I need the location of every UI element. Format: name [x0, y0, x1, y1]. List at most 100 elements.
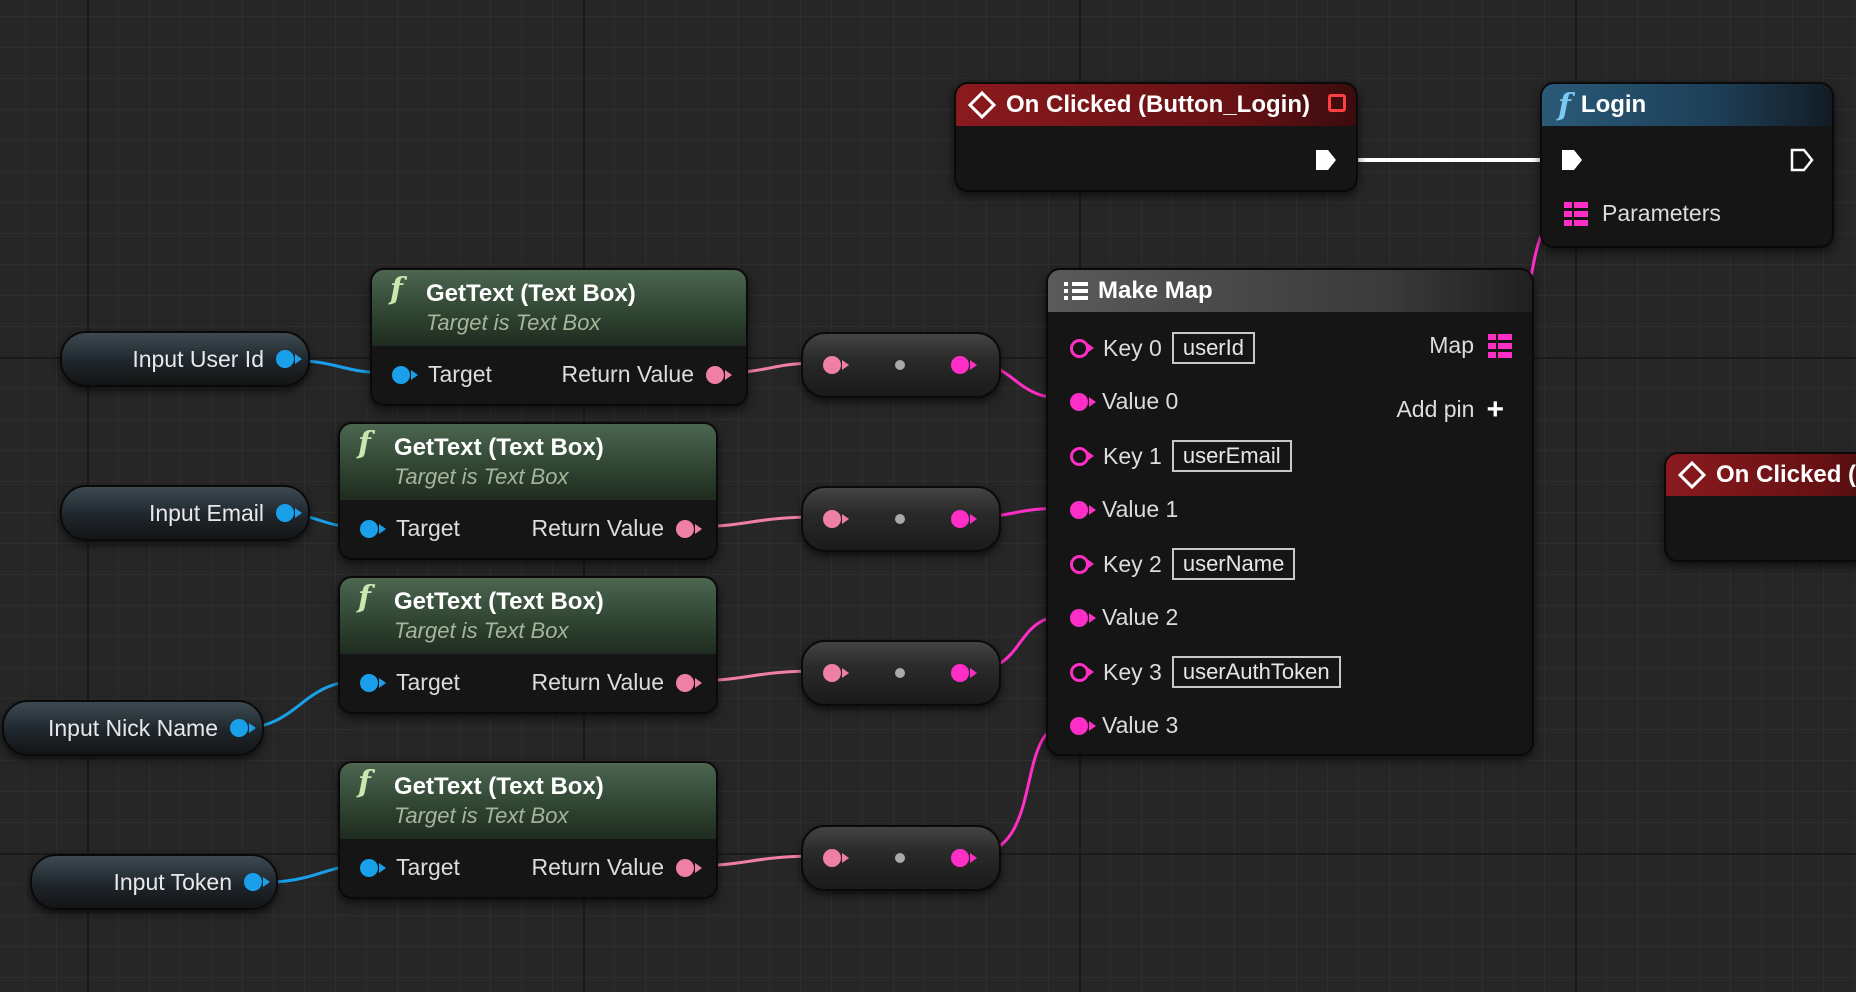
- return-value-pin-row[interactable]: Return Value: [531, 669, 694, 696]
- node-subtitle: Target is Text Box: [426, 310, 601, 335]
- value-pin-icon[interactable]: [1070, 608, 1088, 627]
- variable-node-input-nick-name[interactable]: Input Nick Name: [2, 700, 264, 756]
- gettext-node-email[interactable]: f GetText (Text Box) Target is Text Box …: [338, 422, 718, 560]
- target-pin-row[interactable]: Target: [360, 669, 460, 696]
- map-pin-icon[interactable]: [1488, 333, 1512, 358]
- key-3-row[interactable]: Key 3 userAuthToken: [1070, 656, 1341, 688]
- variable-node-input-email[interactable]: Input Email: [60, 485, 310, 541]
- return-value-label: Return Value: [531, 515, 664, 541]
- delegate-pin-icon[interactable]: [1328, 94, 1346, 112]
- object-reference-pin-icon[interactable]: [276, 504, 294, 522]
- key-label: Key 2: [1103, 550, 1162, 577]
- conversion-input-pin-icon[interactable]: [823, 849, 841, 867]
- node-subtitle: Target is Text Box: [394, 803, 569, 828]
- event-node-on-clicked-partial[interactable]: On Clicked (: [1664, 452, 1856, 562]
- node-header: On Clicked (Button_Login): [956, 84, 1356, 126]
- key-0-row[interactable]: Key 0 userId: [1070, 332, 1255, 364]
- conversion-output-pin-icon[interactable]: [951, 510, 969, 528]
- return-value-pin-icon[interactable]: [676, 519, 694, 538]
- value-1-row[interactable]: Value 1: [1070, 496, 1178, 523]
- key-2-row[interactable]: Key 2 userName: [1070, 548, 1296, 580]
- key-label: Key 1: [1103, 442, 1162, 469]
- exec-output-pin-icon[interactable]: [1790, 148, 1814, 172]
- map-output-row[interactable]: Map: [1429, 332, 1512, 359]
- parameters-pin-row[interactable]: Parameters: [1564, 200, 1721, 227]
- conversion-output-pin-icon[interactable]: [951, 664, 969, 682]
- target-label: Target: [396, 669, 460, 695]
- add-pin-label: Add pin: [1396, 396, 1475, 422]
- node-title: Login: [1580, 91, 1647, 118]
- function-node-login[interactable]: f Login Parameters: [1540, 82, 1834, 248]
- key-value-input[interactable]: userName: [1171, 548, 1296, 580]
- conversion-node[interactable]: [801, 486, 1001, 552]
- conversion-input-pin-icon[interactable]: [823, 356, 841, 374]
- return-value-pin-row[interactable]: Return Value: [531, 515, 694, 542]
- make-map-node[interactable]: Make Map Key 0 userId Value 0 Key 1 user…: [1046, 268, 1534, 756]
- value-pin-icon[interactable]: [1070, 392, 1088, 411]
- node-title: On Clicked (Button_Login): [1006, 91, 1310, 118]
- object-reference-pin-icon[interactable]: [276, 350, 294, 368]
- target-pin-icon[interactable]: [360, 858, 378, 877]
- key-value-input[interactable]: userEmail: [1171, 440, 1292, 472]
- object-reference-pin-icon[interactable]: [244, 873, 262, 891]
- return-value-pin-row[interactable]: Return Value: [561, 361, 724, 388]
- target-pin-icon[interactable]: [392, 365, 410, 384]
- variable-label: Input Email: [148, 499, 264, 526]
- variable-label: Input Token: [113, 868, 232, 895]
- value-2-row[interactable]: Value 2: [1070, 604, 1178, 631]
- value-label: Value 2: [1102, 604, 1179, 630]
- exec-input-pin-icon[interactable]: [1560, 148, 1584, 172]
- object-reference-pin-icon[interactable]: [230, 719, 248, 737]
- conversion-output-pin-icon[interactable]: [951, 356, 969, 374]
- target-label: Target: [396, 515, 460, 541]
- value-label: Value 3: [1102, 712, 1179, 738]
- event-node-on-clicked-button-login[interactable]: On Clicked (Button_Login): [954, 82, 1358, 192]
- key-1-row[interactable]: Key 1 userEmail: [1070, 440, 1292, 472]
- gettext-node-nick-name[interactable]: f GetText (Text Box) Target is Text Box …: [338, 576, 718, 714]
- target-pin-icon[interactable]: [360, 673, 378, 692]
- target-pin-row[interactable]: Target: [360, 854, 460, 881]
- conversion-output-pin-icon[interactable]: [951, 849, 969, 867]
- node-header: On Clicked (: [1666, 454, 1856, 496]
- target-pin-icon[interactable]: [360, 519, 378, 538]
- map-pin-icon[interactable]: [1564, 201, 1588, 226]
- key-pin-icon[interactable]: [1070, 338, 1089, 358]
- value-0-row[interactable]: Value 0: [1070, 388, 1178, 415]
- add-pin-button[interactable]: Add pin +: [1396, 394, 1504, 424]
- conversion-dot-icon: [895, 853, 905, 863]
- event-diamond-icon: [967, 90, 997, 120]
- node-title: GetText (Text Box): [394, 588, 604, 615]
- value-pin-icon[interactable]: [1070, 716, 1088, 735]
- conversion-node[interactable]: [801, 640, 1001, 706]
- variable-label: Input User Id: [132, 345, 264, 372]
- value-pin-icon[interactable]: [1070, 500, 1088, 519]
- key-pin-icon[interactable]: [1070, 446, 1089, 466]
- conversion-input-pin-icon[interactable]: [823, 510, 841, 528]
- conversion-dot-icon: [895, 514, 905, 524]
- event-diamond-icon: [1677, 460, 1707, 490]
- return-value-pin-icon[interactable]: [676, 673, 694, 692]
- key-value-input[interactable]: userAuthToken: [1171, 656, 1341, 688]
- gettext-node-token[interactable]: f GetText (Text Box) Target is Text Box …: [338, 761, 718, 899]
- key-pin-icon[interactable]: [1070, 554, 1089, 574]
- function-icon: f: [358, 580, 371, 615]
- return-value-label: Return Value: [531, 854, 664, 880]
- return-value-pin-row[interactable]: Return Value: [531, 854, 694, 881]
- target-pin-row[interactable]: Target: [392, 361, 492, 388]
- conversion-input-pin-icon[interactable]: [823, 664, 841, 682]
- key-pin-icon[interactable]: [1070, 662, 1089, 682]
- return-value-pin-icon[interactable]: [676, 858, 694, 877]
- variable-label: Input Nick Name: [47, 714, 218, 741]
- key-value-input[interactable]: userId: [1171, 332, 1255, 364]
- exec-output-pin-icon[interactable]: [1314, 148, 1338, 172]
- variable-node-input-token[interactable]: Input Token: [30, 854, 278, 910]
- variable-node-input-user-id[interactable]: Input User Id: [60, 331, 310, 387]
- key-label: Key 3: [1103, 658, 1162, 685]
- conversion-node[interactable]: [801, 825, 1001, 891]
- target-pin-row[interactable]: Target: [360, 515, 460, 542]
- return-value-pin-icon[interactable]: [706, 365, 724, 384]
- conversion-node[interactable]: [801, 332, 1001, 398]
- value-3-row[interactable]: Value 3: [1070, 712, 1178, 739]
- gettext-node-user-id[interactable]: f GetText (Text Box) Target is Text Box …: [370, 268, 748, 406]
- function-icon: f: [358, 426, 371, 461]
